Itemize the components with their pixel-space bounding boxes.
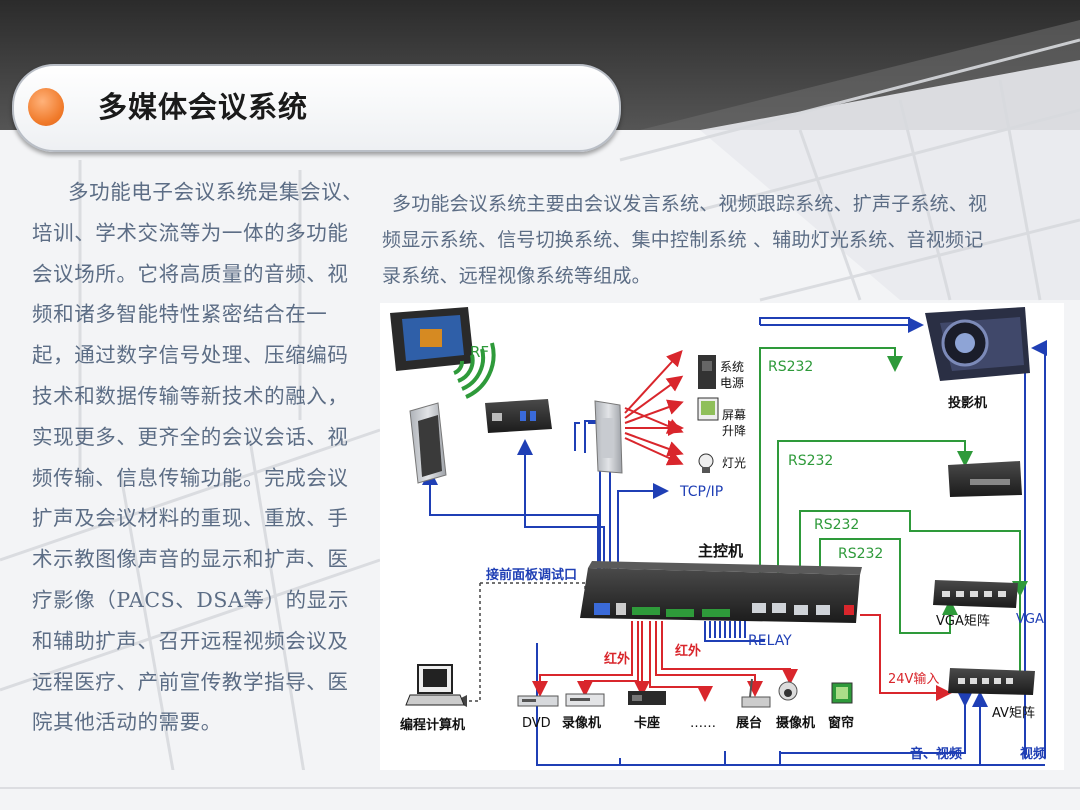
dvd-icon [517, 695, 559, 707]
title-banner: 多媒体会议系统 [12, 64, 621, 152]
power-label: 系统电源 [720, 360, 744, 390]
programming-pc-icon [405, 664, 465, 706]
vga-label: VGA [1016, 612, 1044, 627]
cassette-deck-icon [628, 691, 666, 705]
av-matrix-label: AV矩阵 [992, 706, 1035, 721]
vga-matrix-icon [933, 580, 1018, 608]
infrared-label-2: 红外 [675, 643, 701, 659]
light-icon [698, 453, 714, 473]
host-controller-icon [580, 561, 862, 623]
debug-port-label: 接前面板调试口 [486, 567, 577, 583]
rs232-label-2: RS232 [788, 453, 833, 469]
projector-icon [925, 307, 1030, 381]
power-icon [698, 355, 716, 389]
page-title: 多媒体会议系统 [98, 90, 309, 124]
left-paragraph: 多功能电子会议系统是集会议、培训、学术交流等为一体的多功能会议场所。它将高质量的… [32, 172, 367, 743]
green-wiring [759, 347, 1028, 685]
rf-wave-icon [453, 342, 496, 399]
vcr-icon [565, 693, 605, 707]
left-paragraph-text: 多功能电子会议系统是集会议、培训、学术交流等为一体的多功能会议场所。它将高质量的… [32, 180, 364, 735]
video-label: 视频 [1020, 746, 1046, 762]
debug-dashed-line [455, 583, 481, 707]
relay-label: RELAY [748, 633, 792, 649]
title-bullet-icon [28, 88, 64, 126]
rs232-label-1: RS232 [768, 359, 813, 375]
system-diagram: RF 系统电源 屏幕升降 灯光 投影机 RS232 RS232 RS232 RS… [380, 303, 1064, 770]
wireless-receiver-icon [409, 402, 447, 484]
host-label: 主控机 [698, 542, 743, 560]
projector-label: 投影机 [948, 395, 987, 411]
camera-label: 摄像机 [776, 715, 815, 731]
screen-lift-label: 屏幕升降 [722, 408, 746, 438]
curtain-label: 窗帘 [828, 715, 854, 731]
rs232-label-3: RS232 [814, 517, 859, 533]
ellipsis-label: …… [690, 716, 716, 731]
vcr-label: 录像机 [562, 715, 601, 731]
screen-lift-icon [697, 397, 719, 421]
programming-pc-label: 编程计算机 [400, 717, 465, 733]
cassette-deck-label: 卡座 [634, 715, 660, 731]
system-diagram-svg: RF 系统电源 屏幕升降 灯光 投影机 RS232 RS232 RS232 RS… [390, 307, 1047, 766]
right-paragraph: 多功能会议系统主要由会议发言系统、视频跟踪系统、扩声子系统、视频显示系统、信号切… [382, 186, 997, 294]
v24-label: 24V输入 [888, 671, 939, 687]
vga-matrix-label: VGA矩阵 [936, 614, 990, 629]
debug-dashed-line-2 [480, 582, 586, 601]
light-label: 灯光 [722, 456, 746, 470]
audio-video-label: 音、视频 [910, 746, 962, 762]
tcpip-label: TCP/IP [679, 484, 723, 500]
dvd-label: DVD [522, 716, 551, 731]
camera-icon [778, 681, 798, 701]
touch-panel-icon [390, 307, 474, 371]
rs232-label-4: RS232 [838, 546, 883, 562]
infrared-label-1: 红外 [604, 651, 630, 667]
av-matrix-icon [948, 668, 1035, 695]
document-camera-label: 展台 [736, 715, 762, 731]
small-device-icon [948, 461, 1022, 497]
curtain-icon [831, 682, 853, 704]
red-wiring [532, 350, 952, 702]
document-camera-icon [741, 678, 771, 708]
right-paragraph-text: 多功能会议系统主要由会议发言系统、视频跟踪系统、扩声子系统、视频显示系统、信号切… [382, 193, 988, 287]
interface-box-icon [485, 399, 552, 433]
relay-module-icon [594, 400, 623, 474]
rf-label: RF [470, 343, 489, 361]
